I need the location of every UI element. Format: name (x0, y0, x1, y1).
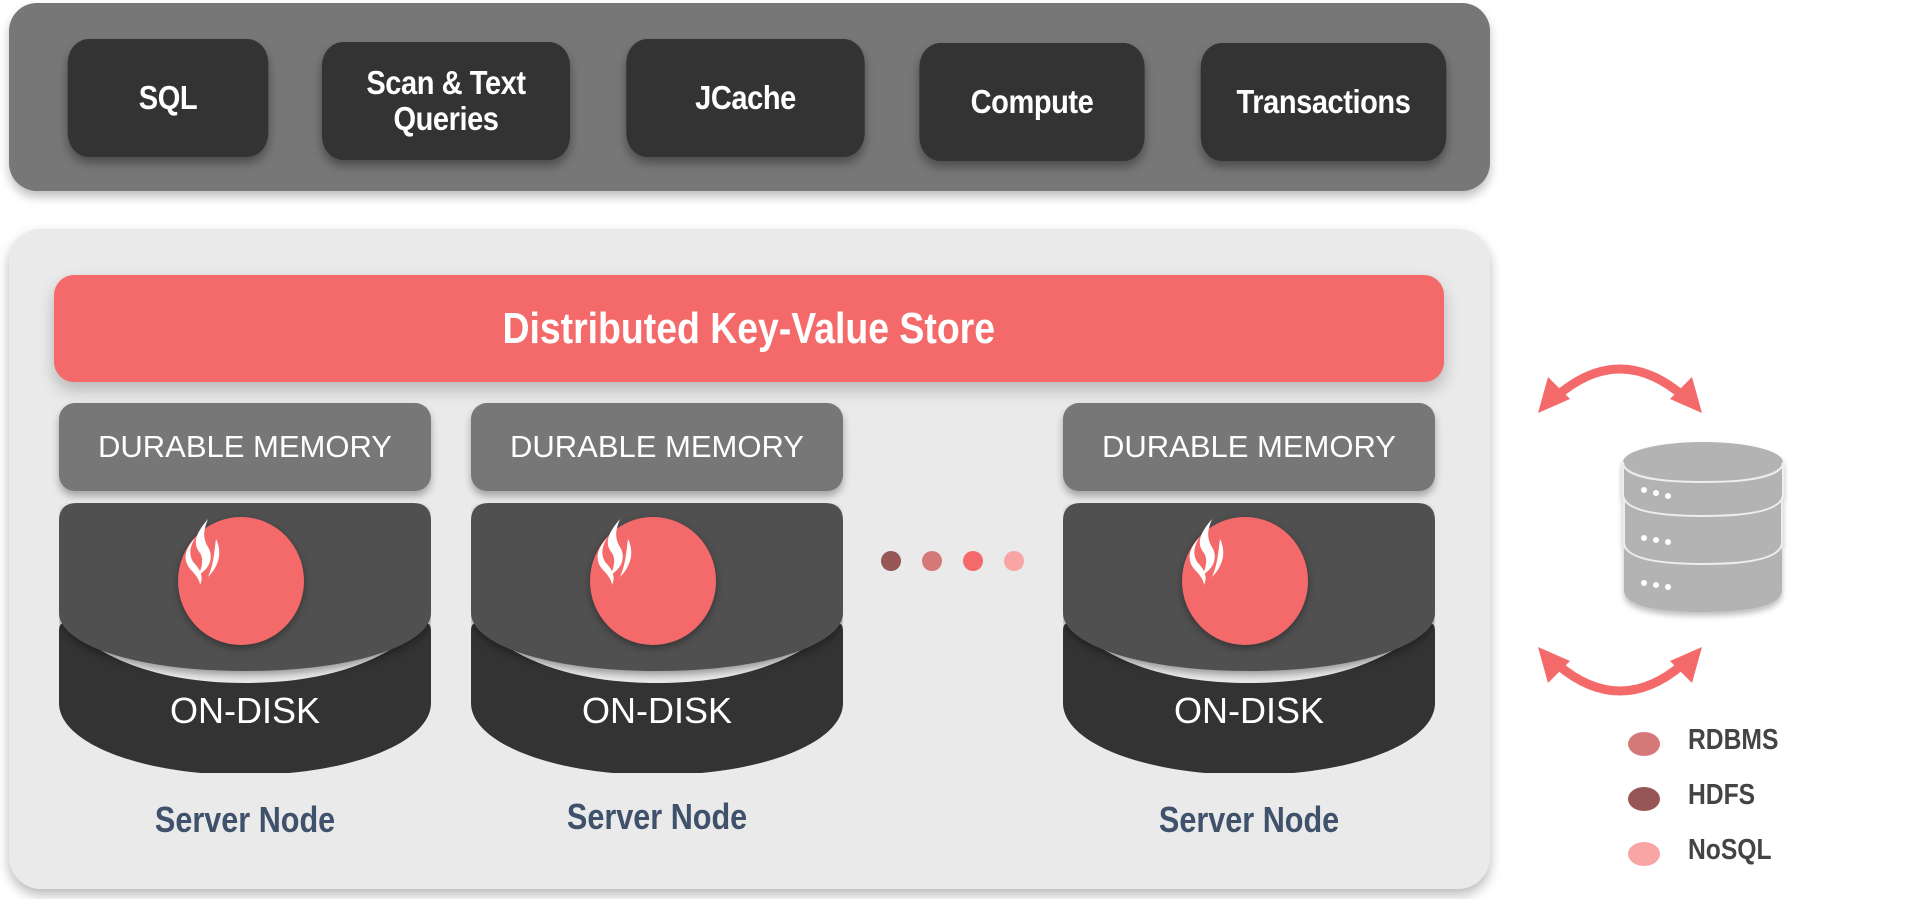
database-icon (1622, 442, 1784, 612)
legend-label-hdfs: HDFS (1688, 779, 1767, 812)
durable-memory-label: DURABLE MEMORY (510, 429, 804, 464)
api-compute-label: Compute (970, 83, 1094, 120)
legend-dot-hdfs (1628, 787, 1660, 811)
api-jcache-box: JCache (626, 39, 865, 157)
api-transactions-box: Transactions (1200, 43, 1447, 161)
ellipsis-dot-2 (922, 551, 942, 571)
durable-memory-label: DURABLE MEMORY (1102, 429, 1396, 464)
api-sql-label: SQL (138, 79, 198, 116)
ignite-flame-logo (178, 517, 304, 645)
api-compute-box: Compute (919, 43, 1145, 161)
server-node-label: Server Node (471, 796, 843, 838)
flame-icon (597, 519, 632, 585)
node-storage-drum: ON-DISK (59, 503, 431, 773)
on-disk-label: ON-DISK (581, 690, 732, 731)
legend-nosql-text: NoSQL (1688, 834, 1772, 866)
server-node-2: DURABLE MEMORY ON-DISK Server Node (471, 403, 843, 837)
node-storage-drum: ON-DISK (1063, 503, 1435, 773)
server-node-label-text: Server Node (566, 796, 748, 837)
legend-label-rdbms: RDBMS (1688, 724, 1794, 757)
durable-memory-label: DURABLE MEMORY (98, 429, 392, 464)
server-node-label: Server Node (1063, 799, 1435, 841)
api-scan-text-label-line2: Queries (393, 100, 499, 137)
server-node-1: DURABLE MEMORY ON-DISK Server Node (59, 403, 431, 840)
server-node-label-text: Server Node (1158, 799, 1340, 840)
node-storage-drum: ON-DISK (471, 503, 843, 773)
durable-memory-box: DURABLE MEMORY (59, 403, 431, 491)
api-jcache-label: JCache (695, 79, 796, 116)
ellipsis-dot-3 (963, 551, 983, 571)
api-scan-text-label-line1: Scan & Text (366, 64, 526, 101)
legend-dot-rdbms (1628, 732, 1660, 756)
ignite-flame-logo (1182, 517, 1308, 645)
api-layer-panel: SQL Scan & Text Queries JCache Compute T… (9, 3, 1490, 191)
durable-memory-box: DURABLE MEMORY (471, 403, 843, 491)
legend-dot-nosql (1628, 842, 1660, 866)
server-node-3: DURABLE MEMORY ON-DISK Server Node (1063, 403, 1435, 840)
legend-rdbms-text: RDBMS (1688, 724, 1779, 756)
bidirectional-arrow-bottom-icon (1538, 647, 1702, 696)
kv-store-label: Distributed Key-Value Store (502, 303, 996, 353)
legend-hdfs-text: HDFS (1688, 779, 1756, 811)
api-scan-text-queries-box: Scan & Text Queries (321, 42, 571, 160)
api-transactions-label: Transactions (1236, 83, 1411, 120)
kv-store-bar: Distributed Key-Value Store (54, 275, 1444, 382)
flame-icon (185, 519, 220, 585)
on-disk-label: ON-DISK (1173, 690, 1324, 731)
api-sql-box: SQL (67, 39, 269, 157)
bidirectional-arrow-top-icon (1538, 364, 1702, 413)
server-node-label-text: Server Node (154, 799, 336, 840)
cluster-panel: Distributed Key-Value Store DURABLE MEMO… (9, 229, 1490, 889)
ellipsis-dot-4 (1004, 551, 1024, 571)
ellipsis-dot-1 (881, 551, 901, 571)
durable-memory-box: DURABLE MEMORY (1063, 403, 1435, 491)
on-disk-label: ON-DISK (169, 690, 320, 731)
flame-icon (1189, 519, 1224, 585)
legend-label-nosql: NoSQL (1688, 834, 1786, 867)
ignite-flame-logo (590, 517, 716, 645)
server-node-label: Server Node (59, 799, 431, 841)
